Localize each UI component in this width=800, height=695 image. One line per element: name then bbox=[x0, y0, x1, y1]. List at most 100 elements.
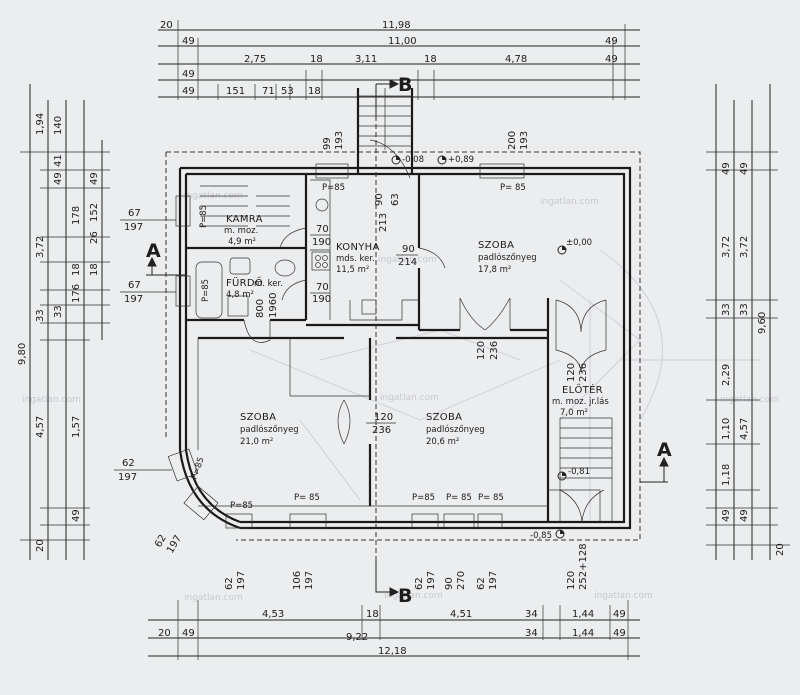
room-area: 17,8 m² bbox=[478, 265, 511, 275]
opening-width: 213 bbox=[378, 213, 389, 232]
dim-label: 1,44 bbox=[572, 609, 594, 620]
dim-label: 1,94 bbox=[35, 113, 46, 135]
room-name: SZOBA bbox=[478, 240, 514, 251]
room-floor: m. moz. bbox=[224, 226, 258, 236]
room-area: 4,9 m² bbox=[228, 237, 256, 247]
dim-label: 18 bbox=[424, 54, 437, 65]
dim-label: 151 bbox=[226, 86, 245, 97]
window-sill-label: P=85 bbox=[412, 493, 435, 503]
dim-label: 18 bbox=[310, 54, 323, 65]
watermark-text: ingatlan.com bbox=[184, 593, 243, 603]
dimension-left: 1,94 3,72 33 4,57 20 9,80 140 41 49 178 … bbox=[17, 84, 110, 560]
window-bath bbox=[175, 275, 191, 307]
watermarks: ingatlan.com ingatlan.com ingatlan.com i… bbox=[22, 191, 779, 603]
dim-label: 33 bbox=[35, 309, 46, 322]
window-bottom-4 bbox=[443, 513, 475, 529]
room-kamra: KAMRA m. moz. 4,9 m² bbox=[224, 214, 263, 247]
dim-label: 18 bbox=[71, 263, 82, 276]
room-floor: padlószőnyeg bbox=[426, 424, 485, 435]
dim-label: 9,60 bbox=[757, 312, 768, 334]
room-konyha: KONYHA mds. ker. 11,5 m² bbox=[336, 242, 379, 275]
opening-height: 197 bbox=[124, 294, 143, 305]
opening-width: 120 bbox=[374, 412, 393, 423]
opening-width: 62 bbox=[224, 577, 235, 590]
room-area: 21,0 m² bbox=[240, 437, 273, 447]
dim-label: 1,57 bbox=[71, 416, 82, 438]
opening-width: 62 bbox=[414, 577, 425, 590]
dim-label: 49 bbox=[605, 54, 618, 65]
level-label: +0,89 bbox=[448, 155, 474, 165]
opening-height: 197 bbox=[118, 472, 137, 483]
dim-label: 49 bbox=[613, 609, 626, 620]
room-name: KAMRA bbox=[226, 214, 263, 225]
opening-height: 214 bbox=[398, 257, 417, 268]
opening-height: 193 bbox=[519, 131, 530, 150]
window-sill-label: P= 85 bbox=[500, 183, 526, 193]
level-label: -0,08 bbox=[402, 155, 424, 165]
dim-label: 71 bbox=[262, 86, 275, 97]
dim-label: 12,18 bbox=[378, 646, 407, 657]
dim-label: 33 bbox=[721, 303, 732, 316]
dim-label: 4,53 bbox=[262, 609, 284, 620]
opening-height: 197 bbox=[304, 571, 315, 590]
window-bottom-5 bbox=[477, 513, 503, 529]
room-floor: m. ker. bbox=[254, 279, 283, 289]
dim-label: 20 bbox=[160, 20, 173, 31]
opening-height: 63 bbox=[390, 193, 401, 206]
dim-label: 34 bbox=[525, 628, 538, 639]
level-label: -0,81 bbox=[568, 467, 590, 477]
dim-label: 49 bbox=[613, 628, 626, 639]
room-name: SZOBA bbox=[426, 412, 462, 423]
dimension-bottom: 4,53 18 4,51 34 1,44 49 20 49 9,22 34 1,… bbox=[148, 600, 640, 660]
dim-label: 152 bbox=[89, 203, 100, 222]
sink-icon bbox=[361, 299, 377, 315]
dim-label: 11,00 bbox=[388, 36, 417, 47]
dim-label: 2,75 bbox=[244, 54, 266, 65]
room-area: 7,0 m² bbox=[560, 408, 588, 418]
opening-height: 1960 bbox=[268, 293, 279, 318]
opening-width: 800 bbox=[255, 299, 266, 318]
hob-icon bbox=[315, 198, 329, 212]
section-mark-b-top: B bbox=[398, 74, 412, 96]
dim-label: 20 bbox=[35, 539, 46, 552]
dim-label: 20 bbox=[775, 543, 786, 556]
opening-width: 120 bbox=[566, 363, 577, 382]
window-bottom-3 bbox=[411, 513, 439, 529]
dim-label: 176 bbox=[71, 284, 82, 303]
dim-label: 3,72 bbox=[721, 236, 732, 258]
opening-height: 197 bbox=[488, 571, 499, 590]
dim-label: 18 bbox=[308, 86, 321, 97]
dim-label: 41 bbox=[53, 154, 64, 167]
opening-height: 236 bbox=[489, 341, 500, 360]
room-floor: padlószőnyeg bbox=[240, 424, 299, 435]
opening-height: 270 bbox=[456, 571, 467, 590]
window-bottom-2 bbox=[289, 513, 327, 529]
dim-label: 9,80 bbox=[17, 343, 28, 365]
dim-label: 49 bbox=[721, 509, 732, 522]
dim-label: 49 bbox=[739, 509, 750, 522]
opening-height: 236 bbox=[578, 363, 589, 382]
level-label: -0,85 bbox=[530, 531, 552, 541]
window-kitchen bbox=[315, 163, 349, 179]
dim-label: 33 bbox=[53, 305, 64, 318]
window-sill-label: P= 85 bbox=[294, 493, 320, 503]
opening-width: 120 bbox=[566, 571, 577, 590]
window-sill-label: P=85 bbox=[230, 501, 253, 511]
dim-label: 49 bbox=[739, 162, 750, 175]
dim-label: 49 bbox=[182, 69, 195, 80]
section-mark-a-right: A bbox=[657, 439, 672, 461]
stove-icon bbox=[311, 251, 331, 271]
watermark-text: ingatlan.com bbox=[540, 197, 599, 207]
window-bottom-1 bbox=[225, 513, 253, 529]
window-room-ne bbox=[479, 163, 525, 179]
window-sill-label: P=85 bbox=[189, 456, 206, 481]
opening-height: 193 bbox=[334, 131, 345, 150]
dim-label: 1,10 bbox=[721, 418, 732, 440]
dim-label: 20 bbox=[158, 628, 171, 639]
dim-label: 3,72 bbox=[35, 236, 46, 258]
dim-label: 49 bbox=[182, 86, 195, 97]
dim-label: 1,18 bbox=[721, 464, 732, 486]
washbasin-icon bbox=[229, 257, 251, 275]
room-name: FÜRDŐ bbox=[226, 275, 263, 289]
